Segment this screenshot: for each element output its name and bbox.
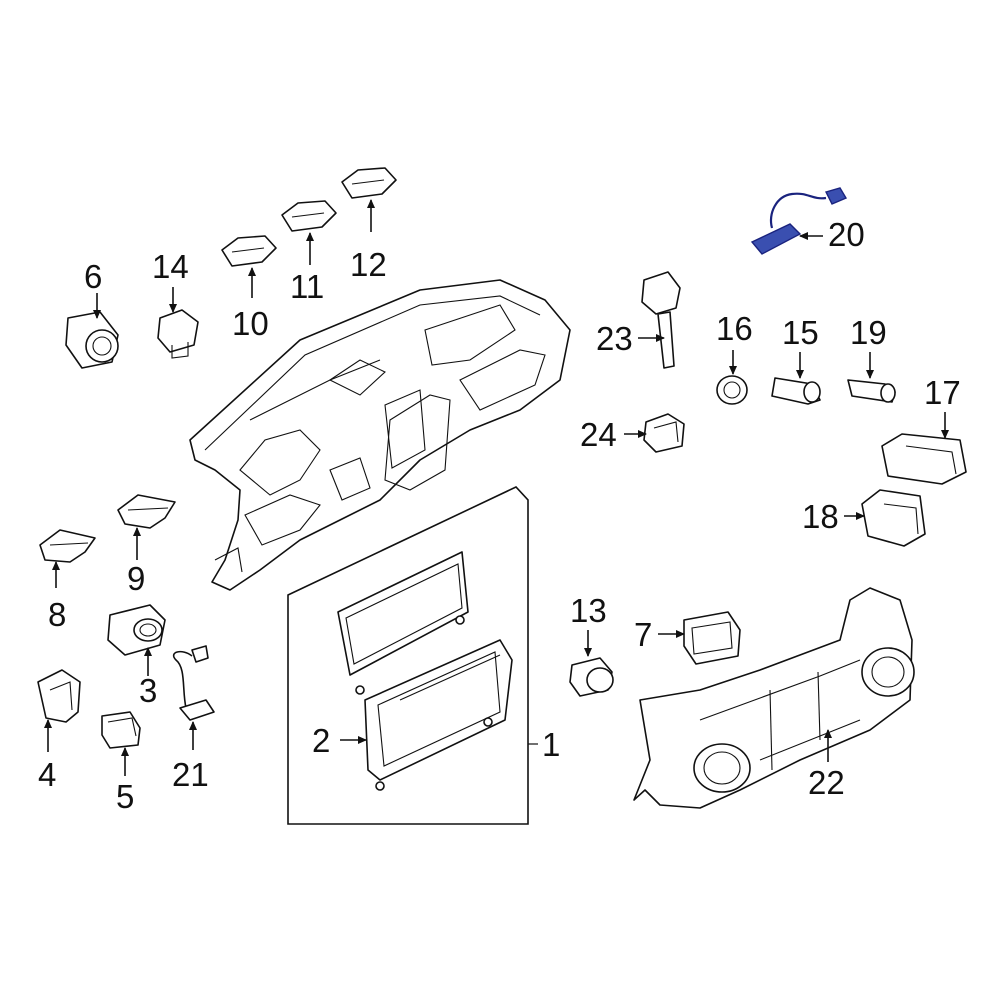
leader-lines bbox=[44, 199, 949, 776]
callout-9: 9 bbox=[127, 560, 145, 597]
callout-12: 12 bbox=[350, 246, 387, 283]
part-10-vent bbox=[221, 235, 277, 267]
callout-13: 13 bbox=[570, 592, 607, 629]
part-19-plug bbox=[847, 379, 896, 403]
callout-10: 10 bbox=[232, 305, 269, 342]
part-9-vent bbox=[117, 494, 176, 529]
callout-23: 23 bbox=[596, 320, 633, 357]
part-17-usb-port bbox=[881, 433, 967, 485]
callout-11: 11 bbox=[290, 268, 324, 305]
callout-6: 6 bbox=[84, 258, 102, 295]
part-12-vent bbox=[341, 167, 397, 199]
part-16-ring bbox=[716, 375, 748, 405]
callout-21: 21 bbox=[172, 756, 209, 793]
part-14-switch bbox=[157, 309, 199, 359]
callout-19: 19 bbox=[850, 314, 887, 351]
callout-8: 8 bbox=[48, 596, 66, 633]
callout-3: 3 bbox=[139, 672, 157, 709]
callout-5: 5 bbox=[116, 778, 134, 815]
part-20-highlighted-harness bbox=[750, 187, 848, 255]
part-15-socket bbox=[771, 377, 821, 405]
part-8-vent bbox=[39, 529, 96, 563]
part-5-switch bbox=[101, 711, 141, 749]
callout-20: 20 bbox=[828, 216, 865, 253]
part-23-sensor bbox=[641, 271, 681, 369]
instrument-panel bbox=[189, 279, 571, 591]
part-4-bracket bbox=[37, 669, 81, 723]
part-24-switch bbox=[643, 413, 685, 453]
part-21-harness bbox=[172, 645, 215, 721]
callout-14: 14 bbox=[152, 248, 189, 285]
cluster-group-box bbox=[287, 486, 529, 825]
callout-7: 7 bbox=[634, 616, 652, 653]
callout-18: 18 bbox=[802, 498, 839, 535]
part-11-vent bbox=[281, 200, 337, 232]
part-6-button bbox=[65, 311, 119, 369]
callout-4: 4 bbox=[38, 756, 56, 793]
callout-16: 16 bbox=[716, 310, 753, 347]
callout-17: 17 bbox=[924, 374, 961, 411]
callout-24: 24 bbox=[580, 416, 617, 453]
part-18-port bbox=[861, 489, 926, 547]
callout-1: 1 bbox=[542, 726, 560, 763]
part-13-socket bbox=[569, 657, 614, 697]
part-3-switch bbox=[107, 604, 166, 656]
part-7-switch bbox=[683, 611, 741, 665]
part-2-instrument-cluster bbox=[337, 551, 513, 791]
callout-15: 15 bbox=[782, 314, 819, 351]
callout-22: 22 bbox=[808, 764, 845, 801]
part-22-climate-control bbox=[633, 587, 915, 809]
callout-2: 2 bbox=[312, 722, 330, 759]
